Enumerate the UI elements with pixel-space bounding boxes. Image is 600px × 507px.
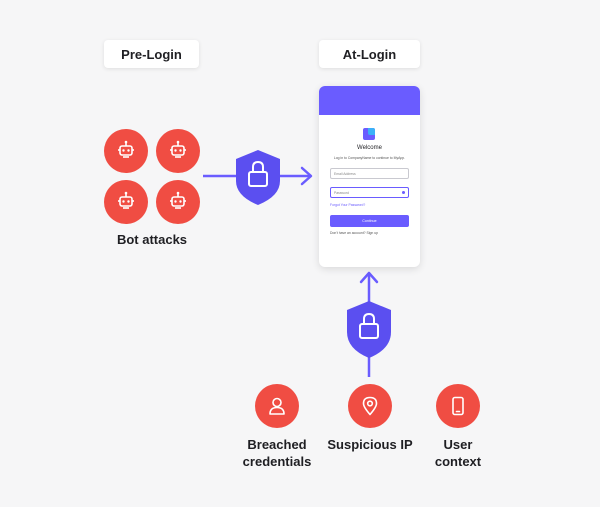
app-logo-icon [363,128,375,140]
signup-text[interactable]: Don't have an account? Sign up [330,231,378,235]
at-login-tag: At-Login [319,40,420,68]
user-context-circle [436,384,480,428]
suspicious-ip-circle [348,384,392,428]
continue-button[interactable]: Continue [330,215,409,227]
bot-icon-1 [104,129,148,173]
eye-icon[interactable] [402,191,405,194]
breached-credentials-label: Breached credentials [232,436,322,470]
login-subtitle: Log in to CompanyName to continue to MyA… [333,156,406,160]
bot-attacks-label: Bot attacks [116,232,188,247]
user-context-line1: User [443,437,473,452]
bot-icon-2 [156,129,200,173]
login-screen-mockup [319,86,420,267]
bot-icon-3 [104,180,148,224]
user-context-line2: context [434,454,482,469]
breached-credentials-circle [255,384,299,428]
shield-lock-icon [236,150,280,205]
mobile-phone-icon [452,396,464,416]
pre-login-label: Pre-Login [121,46,182,62]
shield-lock-icon [347,301,391,358]
password-placeholder: Password [334,191,349,195]
pre-login-tag: Pre-Login [104,40,199,68]
suspicious-ip-label: Suspicious IP [320,436,420,453]
breached-credentials-line2: credentials [242,454,312,469]
forgot-password-link[interactable]: Forgot Your Password? [330,203,366,207]
at-login-label: At-Login [342,46,397,62]
login-title: Welcome [357,145,382,151]
bot-icon-4 [156,180,200,224]
breached-credentials-line1: Breached [247,437,307,452]
location-pin-icon [362,396,378,416]
password-field[interactable]: Password [330,187,409,198]
user-icon [269,397,285,415]
suspicious-ip-line1: Suspicious IP [327,437,413,452]
email-field[interactable]: Email Address [330,168,409,179]
login-header-bar [319,86,420,115]
email-placeholder: Email Address [334,172,356,176]
user-context-label: User context [420,436,496,470]
